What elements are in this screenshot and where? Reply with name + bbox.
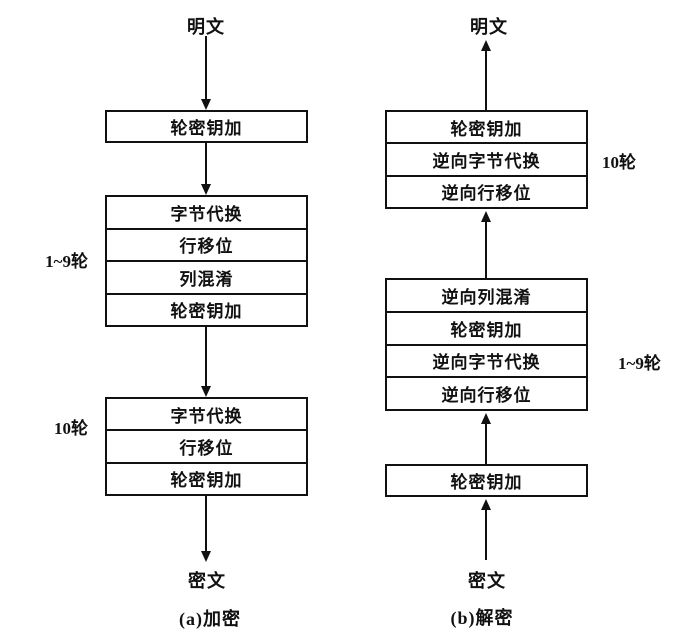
round-step-row: 行移位: [107, 227, 306, 261]
decryption-plaintext-label: 明文: [470, 17, 508, 37]
arrow-line: [485, 424, 487, 464]
round-step-row: 轮密钥加: [170, 119, 243, 138]
round-step-row: 逆向字节代换: [387, 343, 586, 377]
decryption-rounds-1-9-label: 1~9轮: [618, 354, 661, 373]
encryption-initial-round-key-box: 轮密钥加: [105, 110, 308, 143]
arrow-head-icon: [481, 413, 491, 424]
arrow-head-icon: [481, 499, 491, 510]
round-step-row: 逆向字节代换: [387, 142, 586, 174]
round-step-row: 逆向列混淆: [441, 287, 532, 307]
arrow-head-icon: [201, 551, 211, 562]
round-step-row: 行移位: [107, 429, 306, 461]
encryption-final-round-box: 字节代换 行移位 轮密钥加: [105, 397, 308, 496]
round-step-row: 逆向行移位: [387, 174, 586, 207]
encryption-ciphertext-label: 密文: [188, 571, 226, 591]
arrow-head-icon: [481, 40, 491, 51]
round-step-row: 轮密钥加: [107, 292, 306, 326]
round-step-row: 列混淆: [107, 260, 306, 293]
up-arrow: [481, 499, 491, 560]
round-step-row: 轮密钥加: [107, 461, 306, 494]
encryption-main-rounds-box: 字节代换 行移位 列混淆 轮密钥加: [105, 195, 308, 327]
arrow-line: [205, 143, 207, 184]
encryption-round-10-label: 10轮: [54, 419, 88, 438]
round-step-row: 轮密钥加: [450, 473, 523, 492]
decryption-main-rounds-box: 逆向列混淆 轮密钥加 逆向字节代换 逆向行移位: [385, 278, 588, 411]
encryption-plaintext-label: 明文: [187, 17, 225, 37]
arrow-head-icon: [201, 386, 211, 397]
arrow-head-icon: [481, 211, 491, 222]
decryption-ciphertext-label: 密文: [468, 571, 506, 591]
arrow-line: [205, 36, 207, 99]
down-arrow: [201, 496, 211, 562]
arrow-line: [485, 51, 487, 110]
down-arrow: [201, 36, 211, 110]
encryption-caption: (a)加密: [179, 609, 241, 629]
up-arrow: [481, 40, 491, 110]
encryption-rounds-1-9-label: 1~9轮: [45, 252, 88, 271]
down-arrow: [201, 327, 211, 397]
decryption-round-10-label: 10轮: [602, 153, 636, 172]
arrow-head-icon: [201, 99, 211, 110]
round-step-row: 逆向行移位: [387, 376, 586, 409]
decryption-caption: (b)解密: [450, 608, 514, 628]
up-arrow: [481, 211, 491, 278]
round-step-row: 轮密钥加: [387, 310, 586, 344]
decryption-final-round-box: 轮密钥加 逆向字节代换 逆向行移位: [385, 110, 588, 209]
arrow-line: [205, 327, 207, 386]
arrow-line: [205, 496, 207, 551]
up-arrow: [481, 413, 491, 464]
arrow-line: [485, 222, 487, 278]
round-step-row: 字节代换: [170, 204, 243, 224]
arrow-head-icon: [201, 184, 211, 195]
arrow-line: [485, 510, 487, 560]
down-arrow: [201, 143, 211, 195]
round-step-row: 字节代换: [170, 406, 243, 426]
decryption-initial-round-key-box: 轮密钥加: [385, 464, 588, 497]
round-step-row: 轮密钥加: [450, 119, 523, 139]
